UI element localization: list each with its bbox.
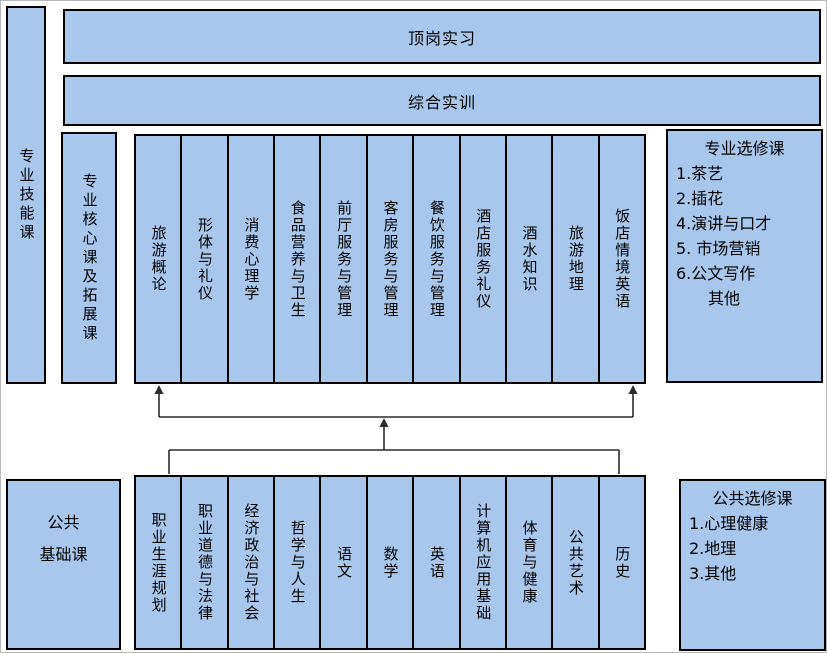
bar-internship: 顶岗实习: [63, 9, 821, 64]
bar-professional-skills-label: 专业技能课: [17, 147, 36, 243]
public-elective-item: 1.心理健康: [689, 514, 769, 533]
bar-comprehensive-training-label: 综合实训: [407, 92, 476, 112]
public-electives-list: 1.心理健康 2.地理 3.其他: [689, 511, 816, 586]
basic-course-column: 哲学与人生: [273, 475, 322, 650]
arrowhead-right: [628, 385, 638, 394]
basic-course-column-label: 职业道德与法律: [196, 503, 215, 622]
core-course-column: 饭店情境英语: [597, 134, 646, 384]
professional-electives-list: 1.茶艺 2.插花 4.演讲与口才 5. 市场营销 6.公文写作 其他: [676, 161, 813, 311]
arrowhead-center: [379, 418, 389, 427]
basic-course-column: 历史: [597, 475, 646, 650]
professional-elective-item: 4.演讲与口才: [676, 214, 772, 233]
basic-course-column-label: 哲学与人生: [288, 520, 307, 605]
public-electives-panel: 公共选修课 1.心理健康 2.地理 3.其他: [679, 479, 826, 651]
core-course-column: 酒店服务礼仪: [458, 134, 507, 384]
arrowhead-left: [154, 385, 164, 394]
basic-course-column: 数学: [365, 475, 415, 650]
core-course-column: 形体与礼仪: [180, 134, 229, 384]
basic-course-columns: 职业生涯规划 职业道德与法律 经济政治与社会 哲学与人生 语文数学英语 计算机应用基础 体育…: [134, 475, 646, 650]
basic-course-column: 计算机应用基础: [458, 475, 507, 650]
basic-course-column-label: 职业生涯规划: [149, 511, 168, 614]
basic-course-column: 职业生涯规划: [134, 475, 183, 650]
basic-course-column: 职业道德与法律: [180, 475, 229, 650]
core-course-column: 食品营养与卫生: [273, 134, 322, 384]
basic-course-column-label: 经济政治与社会: [242, 503, 261, 622]
professional-elective-item: 1.茶艺: [676, 164, 724, 183]
professional-elective-item: 其他: [676, 289, 741, 308]
professional-elective-item: 2.插花: [676, 189, 724, 208]
basic-course-column-label: 数学: [381, 545, 400, 580]
public-elective-item: 3.其他: [689, 564, 737, 583]
core-course-column-label: 餐饮服务与管理: [427, 199, 446, 319]
core-course-column-label: 消费心理学: [242, 216, 261, 302]
bar-core-expansion: 专业核心课及拓展课: [61, 132, 117, 384]
public-basic-box: 公共 基础课: [6, 479, 121, 650]
professional-elective-item: 6.公文写作: [676, 264, 756, 283]
basic-course-column: 体育与健康: [504, 475, 554, 650]
professional-elective-item: 5. 市场营销: [676, 239, 761, 258]
core-course-column: 旅游地理: [551, 134, 600, 384]
bar-professional-skills: 专业技能课: [6, 6, 46, 384]
public-electives-title: 公共选修课: [712, 489, 793, 508]
basic-course-column: 经济政治与社会: [226, 475, 276, 650]
basic-course-column: 公共艺术: [551, 475, 600, 650]
professional-electives-panel: 专业选修课 1.茶艺 2.插花 4.演讲与口才 5. 市场营销 6.公文写作 其他: [666, 129, 823, 383]
core-course-column-label: 旅游地理: [566, 225, 585, 293]
core-course-column: 消费心理学: [226, 134, 276, 384]
core-course-columns: 旅游概论 形体与礼仪 消费心理学 食品营养与卫生 前厅服务与管理 客房服务与管理 餐饮服务与…: [134, 134, 646, 384]
core-course-column-label: 食品营养与卫生: [288, 199, 307, 319]
bar-comprehensive-training: 综合实训: [63, 75, 821, 126]
basic-course-column-label: 计算机应用基础: [474, 503, 493, 622]
core-course-column-label: 饭店情境英语: [613, 208, 632, 310]
public-elective-item: 2.地理: [689, 539, 737, 558]
core-course-column-label: 客房服务与管理: [381, 199, 400, 319]
core-course-column: 酒水知识: [504, 134, 554, 384]
basic-course-column: 语文: [319, 475, 368, 650]
basic-course-column-label: 历史: [613, 545, 632, 580]
basic-course-column-label: 语文: [335, 545, 354, 580]
core-course-column-label: 旅游概论: [149, 225, 168, 293]
core-course-column-label: 酒水知识: [520, 225, 539, 293]
bar-core-expansion-label: 专业核心课及拓展课: [80, 172, 99, 344]
bar-internship-label: 顶岗实习: [407, 28, 476, 48]
core-course-column: 餐饮服务与管理: [412, 134, 461, 384]
core-course-column: 旅游概论: [134, 134, 183, 384]
core-course-column-label: 前厅服务与管理: [335, 199, 354, 319]
core-course-column-label: 形体与礼仪: [196, 216, 215, 302]
public-basic-label-line2: 基础课: [39, 545, 88, 564]
basic-course-column-label: 公共艺术: [566, 528, 585, 597]
core-course-column-label: 酒店服务礼仪: [474, 208, 493, 310]
core-course-column: 前厅服务与管理: [319, 134, 368, 384]
professional-electives-title: 专业选修课: [704, 139, 785, 158]
core-course-column: 客房服务与管理: [365, 134, 415, 384]
public-basic-label-line1: 公共: [47, 513, 80, 532]
basic-course-column: 英语: [412, 475, 461, 650]
basic-course-column-label: 英语: [427, 545, 446, 580]
basic-course-column-label: 体育与健康: [520, 520, 539, 605]
